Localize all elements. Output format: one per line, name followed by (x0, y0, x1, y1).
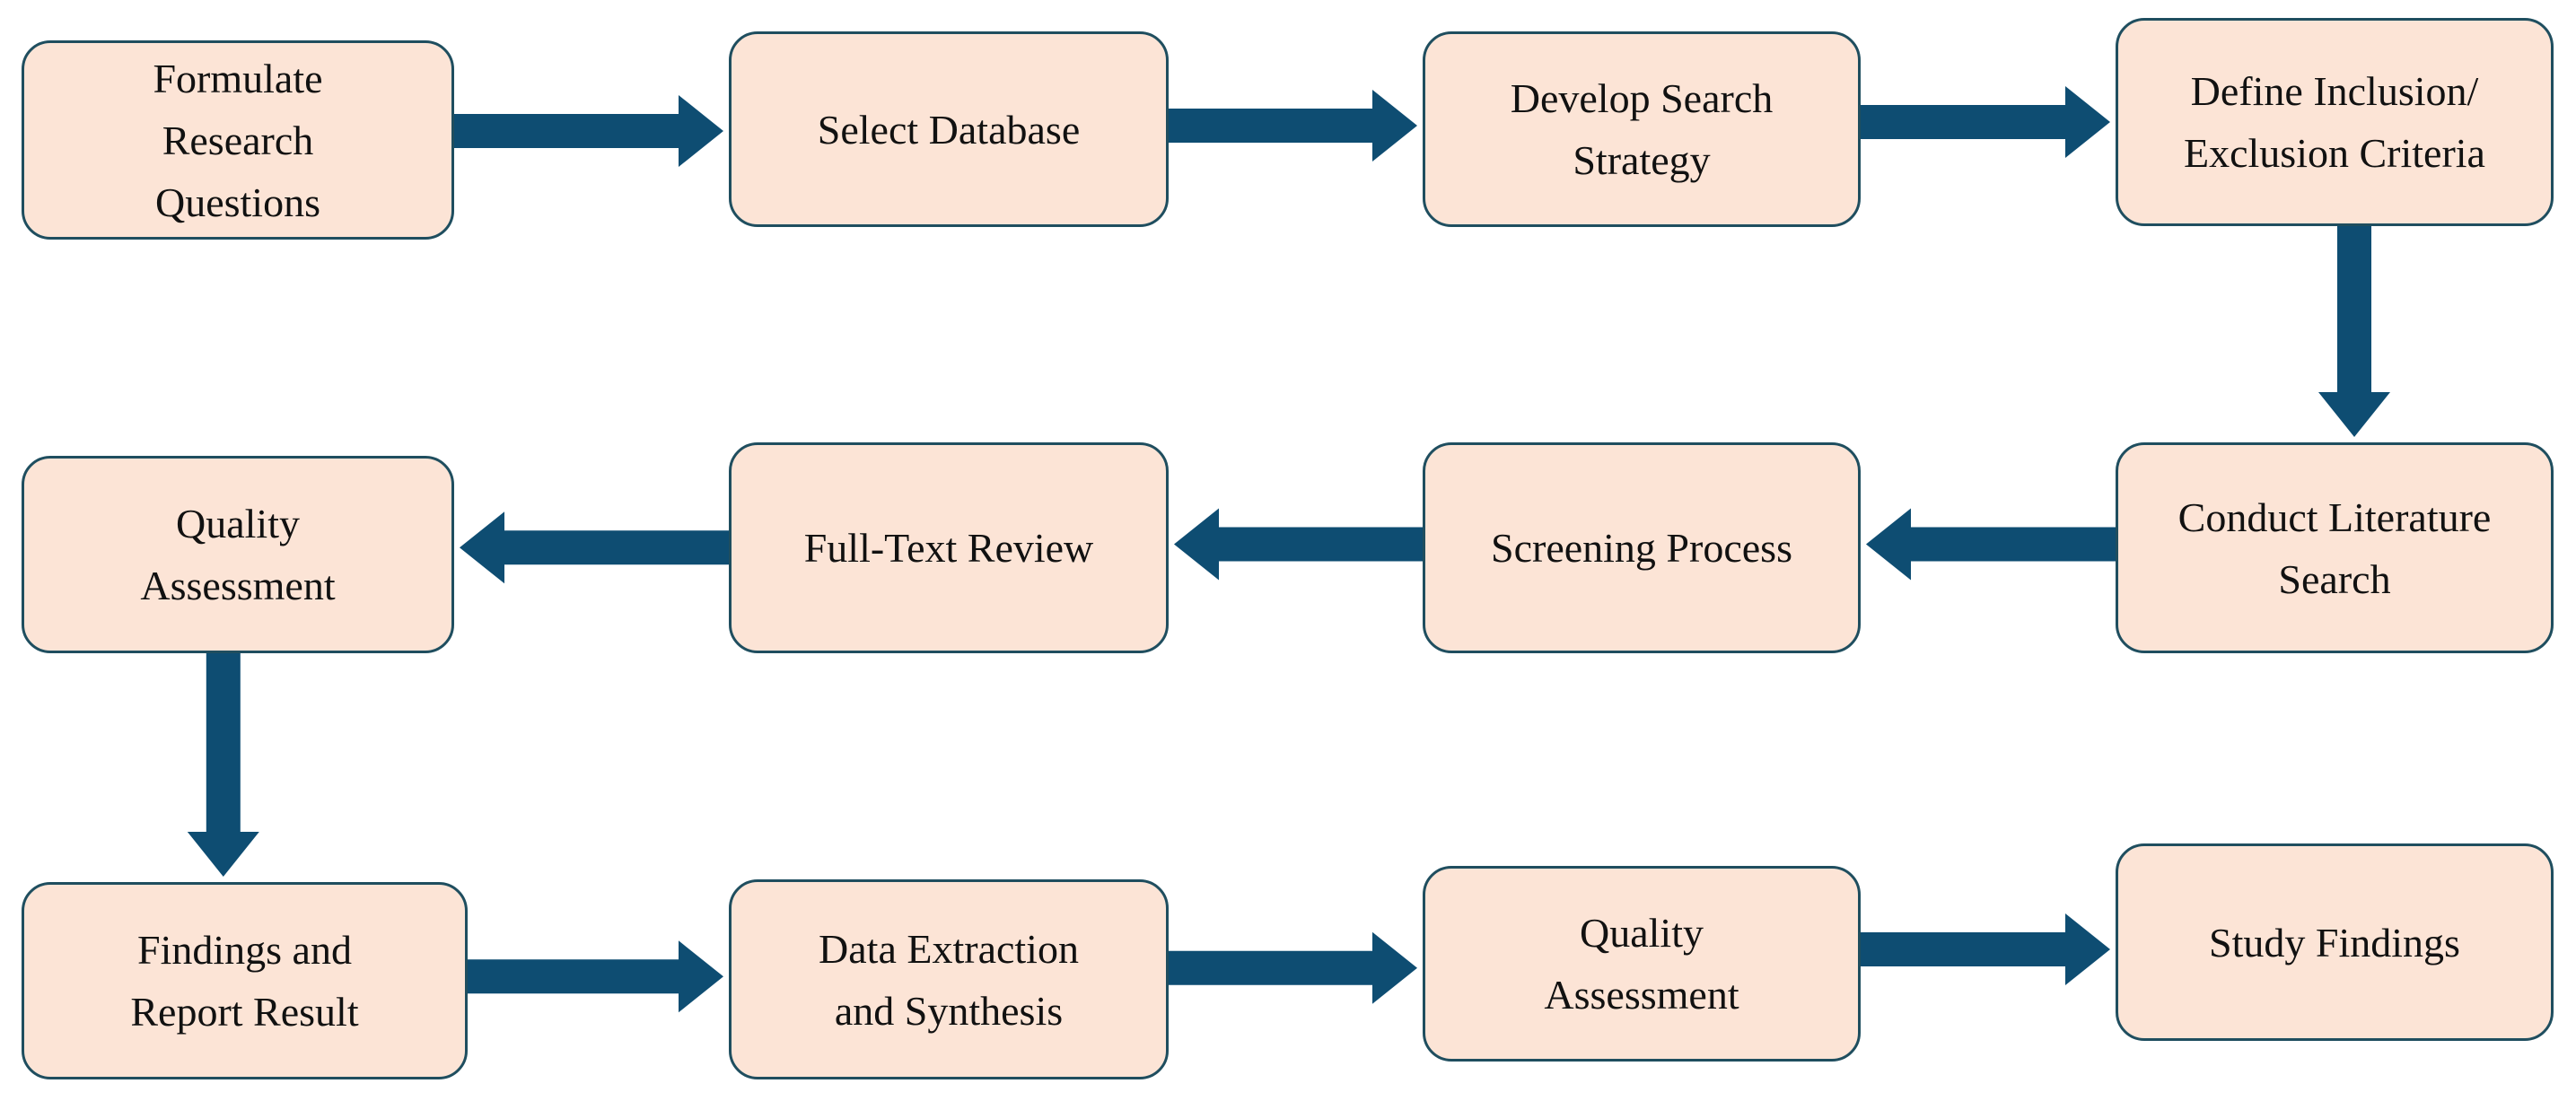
node-label: Define Inclusion/ Exclusion Criteria (2184, 68, 2485, 176)
arrow-quality-2-to-study-findings (1861, 913, 2110, 985)
arrow-full-text-to-quality-1 (460, 511, 729, 584)
node-conduct-literature-search: Conduct Literature Search (2116, 442, 2554, 653)
arrow-develop-search-to-define-criteria (1861, 86, 2110, 158)
node-label: Conduct Literature Search (2177, 494, 2492, 602)
node-quality-assessment-1: Quality Assessment (22, 456, 454, 653)
node-label: Formulate Research Questions (153, 55, 323, 225)
node-define-criteria: Define Inclusion/ Exclusion Criteria (2116, 18, 2554, 226)
node-formulate-research-questions: Formulate Research Questions (22, 40, 454, 240)
node-quality-assessment-2: Quality Assessment (1423, 866, 1861, 1062)
arrow-select-database-to-develop-search (1169, 90, 1417, 162)
arrow-conduct-search-to-screening (1866, 508, 2116, 581)
node-full-text-review: Full-Text Review (729, 442, 1169, 653)
node-label: Select Database (817, 106, 1081, 153)
node-findings-report-result: Findings and Report Result (22, 882, 468, 1079)
arrow-formulate-to-select-database (454, 95, 723, 167)
node-label: Study Findings (2209, 919, 2460, 966)
node-screening-process: Screening Process (1423, 442, 1861, 653)
node-label: Screening Process (1491, 525, 1792, 571)
node-label: Develop Search Strategy (1510, 75, 1774, 183)
node-study-findings: Study Findings (2116, 843, 2554, 1041)
arrow-screening-to-full-text (1174, 508, 1423, 581)
node-develop-search-strategy: Develop Search Strategy (1423, 31, 1861, 227)
node-label: Quality Assessment (1544, 910, 1739, 1018)
arrow-data-extraction-to-quality-2 (1169, 931, 1417, 1004)
arrow-findings-report-to-data-extraction (468, 940, 723, 1013)
node-data-extraction-synthesis: Data Extraction and Synthesis (729, 879, 1169, 1079)
node-label: Findings and Report Result (130, 927, 359, 1035)
arrow-quality-1-to-findings-report (187, 653, 259, 877)
arrow-define-criteria-to-conduct-search (2318, 226, 2390, 437)
node-label: Full-Text Review (803, 525, 1094, 571)
node-label: Data Extraction and Synthesis (819, 925, 1079, 1034)
node-label: Quality Assessment (140, 501, 336, 608)
node-select-database: Select Database (729, 31, 1169, 227)
